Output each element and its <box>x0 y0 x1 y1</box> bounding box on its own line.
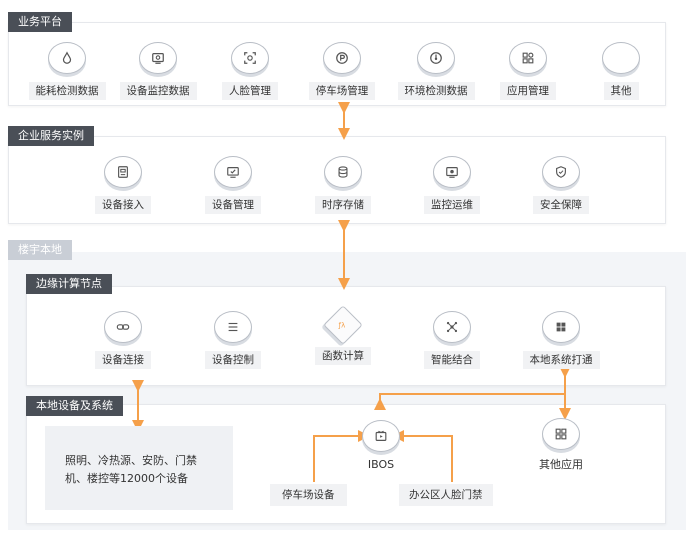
node-monitor-ops[interactable]: 监控运维 <box>402 156 502 214</box>
monitor-icon <box>139 42 177 74</box>
node-time-series-storage[interactable]: 时序存储 <box>293 156 393 214</box>
device-description-line2: 机、楼控等12000个设备 <box>65 472 188 485</box>
node-security[interactable]: 安全保障 <box>511 156 611 214</box>
local-devices-title: 本地设备及系统 <box>26 396 123 416</box>
business-platform-title: 业务平台 <box>8 12 72 32</box>
office-face-gate-label[interactable]: 办公区人脸门禁 <box>399 484 493 506</box>
device-manage-icon <box>214 156 252 188</box>
shield-icon <box>542 156 580 188</box>
device-access-icon <box>104 156 142 188</box>
node-label: 智能结合 <box>424 351 480 369</box>
node-label: 设备接入 <box>95 196 151 214</box>
node-parking-management[interactable]: 停车场管理 <box>292 42 392 100</box>
apps-grid-icon <box>509 42 547 74</box>
node-label: 本地系统打通 <box>522 351 600 369</box>
node-label: 函数计算 <box>315 347 371 365</box>
edge-node-title: 边缘计算节点 <box>26 274 112 294</box>
connector-ibos-localsystem <box>374 393 565 410</box>
building-local-title: 楼宇本地 <box>8 240 72 260</box>
link-icon <box>104 311 142 343</box>
enterprise-services-title: 企业服务实例 <box>8 126 94 146</box>
node-smart-integration[interactable]: 智能结合 <box>402 311 502 369</box>
control-list-icon <box>214 311 252 343</box>
node-label: 停车场管理 <box>308 82 376 100</box>
node-label: 时序存储 <box>315 196 371 214</box>
node-environment-data[interactable]: 环境检测数据 <box>386 42 486 100</box>
parking-device-label[interactable]: 停车场设备 <box>270 484 347 506</box>
node-other-apps[interactable]: 其他应用 <box>511 418 611 472</box>
node-label: IBOS <box>367 458 395 471</box>
node-face-management[interactable]: 人脸管理 <box>200 42 300 100</box>
node-local-system-integration[interactable]: 本地系统打通 <box>511 311 611 369</box>
network-icon <box>433 311 471 343</box>
node-device-management[interactable]: 设备管理 <box>183 156 283 214</box>
connector-facegate-ibos <box>392 430 453 482</box>
node-label: 设备控制 <box>205 351 261 369</box>
monitor-ops-icon <box>433 156 471 188</box>
node-label: 其他应用 <box>539 458 583 471</box>
node-device-access[interactable]: 设备接入 <box>73 156 173 214</box>
connector-parking-ibos <box>313 430 370 482</box>
node-label: 设备管理 <box>205 196 261 214</box>
blank-icon <box>602 42 640 74</box>
node-label: 人脸管理 <box>222 82 278 100</box>
node-function-compute[interactable]: ƒλ 函数计算 <box>293 305 393 365</box>
face-scan-icon <box>231 42 269 74</box>
node-label: 安全保障 <box>533 196 589 214</box>
node-label: 监控运维 <box>424 196 480 214</box>
parking-icon <box>323 42 361 74</box>
node-label: 其他 <box>603 82 639 100</box>
node-label: 能耗检测数据 <box>28 82 106 100</box>
gauge-icon <box>417 42 455 74</box>
node-device-monitor-data[interactable]: 设备监控数据 <box>108 42 208 100</box>
node-device-control[interactable]: 设备控制 <box>183 311 283 369</box>
device-description-line1: 照明、冷热源、安防、门禁 <box>65 454 197 467</box>
device-description-box: 照明、冷热源、安防、门禁 机、楼控等12000个设备 <box>45 426 233 510</box>
node-device-connection[interactable]: 设备连接 <box>73 311 173 369</box>
node-label: 设备监控数据 <box>119 82 197 100</box>
node-label: 环境检测数据 <box>397 82 475 100</box>
windows-icon <box>542 311 580 343</box>
node-other[interactable]: 其他 <box>571 42 671 100</box>
drop-icon <box>48 42 86 74</box>
node-ibos[interactable]: IBOS <box>331 420 431 472</box>
node-energy-data[interactable]: 能耗检测数据 <box>17 42 117 100</box>
function-icon: ƒλ <box>323 305 363 345</box>
node-app-management[interactable]: 应用管理 <box>478 42 578 100</box>
ibos-icon <box>362 420 400 452</box>
node-label: 设备连接 <box>95 351 151 369</box>
svg-text:ƒλ: ƒλ <box>338 322 346 330</box>
storage-icon <box>324 156 362 188</box>
apps-grid-icon <box>542 418 580 450</box>
node-label: 应用管理 <box>500 82 556 100</box>
